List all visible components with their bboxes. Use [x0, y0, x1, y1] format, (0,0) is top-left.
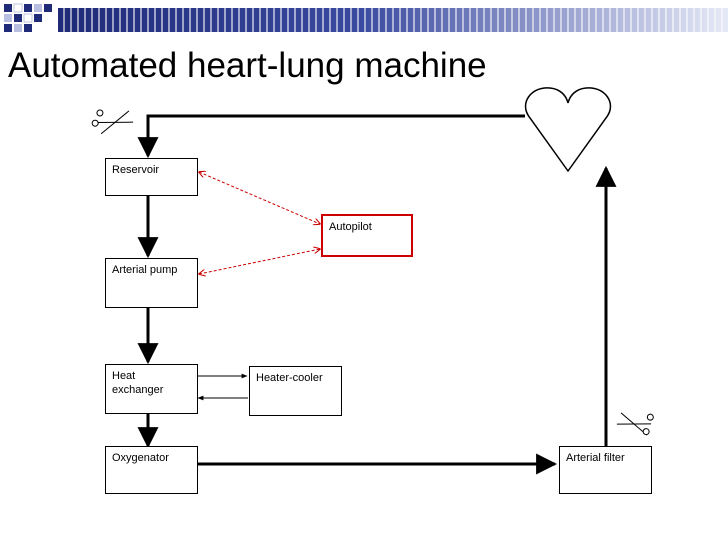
autopilot-link-reservoir: [199, 172, 320, 224]
autopilot-box: Autopilot: [321, 214, 413, 257]
oxygenator-label: Oxygenator: [112, 452, 169, 464]
reservoir-box: Reservoir: [105, 158, 198, 196]
scissors-icon: [616, 412, 654, 436]
arterial-filter-label: Arterial filter: [566, 452, 625, 464]
header-decoration: [0, 0, 728, 40]
return-line-heart-to-reservoir: [137, 114, 525, 159]
heat-exchanger-label: Heat exchanger: [112, 370, 164, 396]
reservoir-label: Reservoir: [112, 164, 160, 176]
autopilot-link-arterial-pump: [199, 249, 320, 274]
oxygenator-box: Oxygenator: [105, 446, 198, 494]
header-checker: [4, 3, 52, 32]
scissors-icon: [91, 109, 134, 135]
arterial-pump-label: Arterial pump: [112, 264, 178, 276]
heat-exchanger-box: Heat exchanger: [105, 364, 198, 414]
heater-cooler-box: Heater-cooler: [249, 366, 342, 416]
heater-cooler-label: Heater-cooler: [256, 372, 323, 384]
arterial-filter-box: Arterial filter: [559, 446, 652, 494]
heart-icon: [524, 87, 612, 173]
arterial-pump-box: Arterial pump: [105, 258, 198, 308]
slide-title: Automated heart-lung machine: [8, 46, 487, 85]
autopilot-label: Autopilot: [329, 221, 372, 233]
